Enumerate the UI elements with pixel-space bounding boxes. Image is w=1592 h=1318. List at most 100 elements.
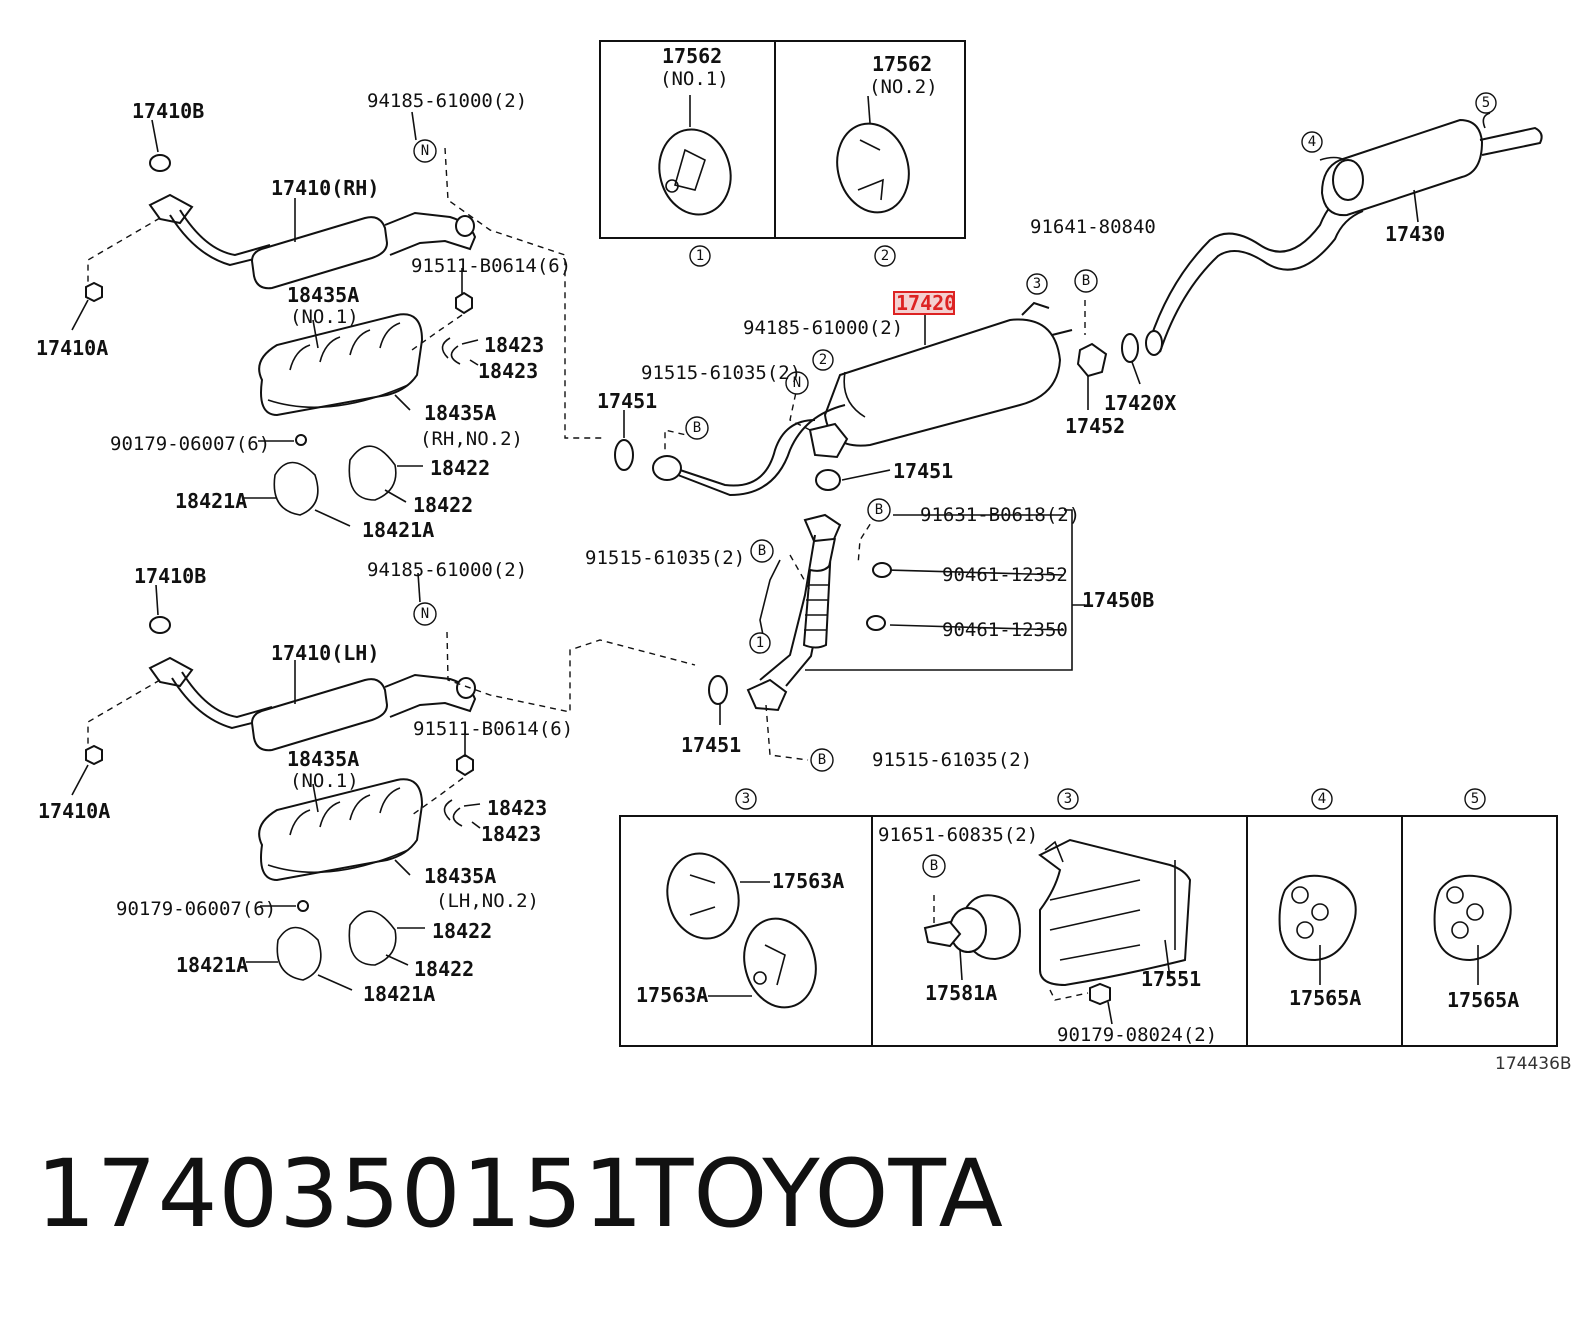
band-18422-a xyxy=(348,445,397,501)
label-94185-c: 94185-61000(2) xyxy=(743,317,903,339)
label-18423-a2: 18423 xyxy=(478,359,538,383)
clamp-17452 xyxy=(1076,342,1108,378)
label-18435A-no1-b: 18435A xyxy=(287,747,359,771)
label-17410A-a: 17410A xyxy=(36,336,108,360)
label-17565A-a: 17565A xyxy=(1289,986,1361,1010)
part-number: 1740350151 xyxy=(36,1140,645,1249)
label-91511-a: 91511-B0614(6) xyxy=(411,255,571,277)
label-18423-b1: 18423 xyxy=(487,796,547,820)
label-91651: 91651-60835(2) xyxy=(878,824,1038,846)
label-91511-b: 91511-B0614(6) xyxy=(413,718,573,740)
rh-manifold-assembly xyxy=(71,111,602,527)
label-17410-lh: 17410(LH) xyxy=(271,641,379,665)
svg-text:N: N xyxy=(421,143,429,159)
label-17410A-b: 17410A xyxy=(38,799,110,823)
svg-text:B: B xyxy=(930,858,938,874)
label-17450B: 17450B xyxy=(1082,588,1154,612)
svg-text:B: B xyxy=(818,752,826,768)
svg-text:4: 4 xyxy=(1318,791,1326,807)
gasket-17410B-bottom xyxy=(149,616,171,634)
svg-text:1: 1 xyxy=(696,248,704,264)
label-90461-b: 90461-12350 xyxy=(942,619,1068,641)
label-17451-b: 17451 xyxy=(893,459,953,483)
heat-insulator-17551 xyxy=(1038,838,1192,987)
label-no1-c: (NO.1) xyxy=(660,68,729,90)
gasket-17451-c xyxy=(708,675,728,705)
label-90461-a: 90461-12352 xyxy=(942,564,1068,586)
label-17410B-top: 17410B xyxy=(132,99,204,123)
label-18435A-rh: 18435A xyxy=(424,401,496,425)
nut-17410A-top xyxy=(85,281,103,303)
label-17451-a: 17451 xyxy=(597,389,657,413)
label-91631: 91631-B0618(2) xyxy=(920,504,1080,526)
svg-text:B: B xyxy=(875,502,883,518)
svg-text:B: B xyxy=(1082,273,1090,289)
label-17565A-b: 17565A xyxy=(1447,988,1519,1012)
svg-text:1: 1 xyxy=(756,635,764,651)
label-17410B-bottom: 17410B xyxy=(134,564,206,588)
rh-converter xyxy=(250,216,389,290)
rh-flange xyxy=(148,193,194,225)
label-18421A-b2: 18421A xyxy=(363,982,435,1006)
tail-pipe-assembly xyxy=(1145,112,1543,356)
label-lh-no2: (LH,NO.2) xyxy=(436,890,539,912)
label-91641: 91641-80840 xyxy=(1030,216,1156,238)
center-muffler-assembly xyxy=(614,300,1141,497)
svg-text:2: 2 xyxy=(819,352,827,368)
svg-text:3: 3 xyxy=(1033,276,1041,292)
gasket-17451-a xyxy=(614,439,634,471)
label-18421A-a2: 18421A xyxy=(362,518,434,542)
svg-text:N: N xyxy=(421,606,429,622)
label-18422-b2: 18422 xyxy=(414,957,474,981)
svg-text:B: B xyxy=(693,420,701,436)
label-17581A: 17581A xyxy=(925,981,997,1005)
label-90179-c: 90179-08024(2) xyxy=(1057,1024,1217,1046)
svg-text:3: 3 xyxy=(742,791,750,807)
part-labels: 17410B 94185-61000(2) 17410(RH) 91511-B0… xyxy=(36,44,1519,1046)
svg-text:5: 5 xyxy=(1471,791,1479,807)
label-no1-a: (NO.1) xyxy=(290,306,359,328)
label-no1-b: (NO.1) xyxy=(290,770,359,792)
label-no2-c: (NO.2) xyxy=(869,76,938,98)
label-17562-no1: 17562 xyxy=(662,44,722,68)
label-94185-a: 94185-61000(2) xyxy=(367,90,527,112)
label-17420: 17420 xyxy=(896,291,956,315)
label-17551: 17551 xyxy=(1141,967,1201,991)
diagram-reference-code: 174436B xyxy=(1495,1054,1572,1074)
callout-markers: N N N B B B B B B 1 2 3 2 4 5 1 3 3 4 5 xyxy=(413,92,1497,878)
brand-name: TOYOTA xyxy=(636,1140,1003,1249)
hanger-17563A-a xyxy=(666,852,740,940)
hanger-17563A-b xyxy=(743,917,817,1009)
label-18421A-a1: 18421A xyxy=(175,489,247,513)
label-17452: 17452 xyxy=(1065,414,1125,438)
bolt-91511-top xyxy=(455,291,473,315)
label-94185-b: 94185-61000(2) xyxy=(367,559,527,581)
svg-text:5: 5 xyxy=(1482,95,1490,111)
label-18435A-lh: 18435A xyxy=(424,864,496,888)
svg-text:2: 2 xyxy=(881,248,889,264)
label-17410-rh: 17410(RH) xyxy=(271,176,379,200)
svg-text:3: 3 xyxy=(1064,791,1072,807)
label-17563A-a: 17563A xyxy=(772,869,844,893)
label-91515-c: 91515-61035(2) xyxy=(872,749,1032,771)
gasket-17451-b xyxy=(815,469,841,491)
hanger-17565A-b xyxy=(1433,874,1512,962)
bottom-detail-boxes xyxy=(619,815,1558,1047)
label-18423-a1: 18423 xyxy=(484,333,544,357)
label-17563A-b: 17563A xyxy=(636,983,708,1007)
label-18422-a2: 18422 xyxy=(413,493,473,517)
label-90179-b: 90179-06007(6) xyxy=(116,898,276,920)
svg-text:4: 4 xyxy=(1308,134,1316,150)
label-91515-a: 91515-61035(2) xyxy=(641,362,801,384)
hanger-17565A-a xyxy=(1278,874,1357,962)
band-18421A-a xyxy=(273,461,319,516)
label-18422-b1: 18422 xyxy=(432,919,492,943)
svg-text:N: N xyxy=(793,375,801,391)
label-18435A-no1-a: 18435A xyxy=(287,283,359,307)
label-18423-b2: 18423 xyxy=(481,822,541,846)
label-17420X: 17420X xyxy=(1104,391,1176,415)
label-18422-a1: 18422 xyxy=(430,456,490,480)
lh-heat-shield-no1 xyxy=(258,778,424,882)
label-17562-no2: 17562 xyxy=(872,52,932,76)
